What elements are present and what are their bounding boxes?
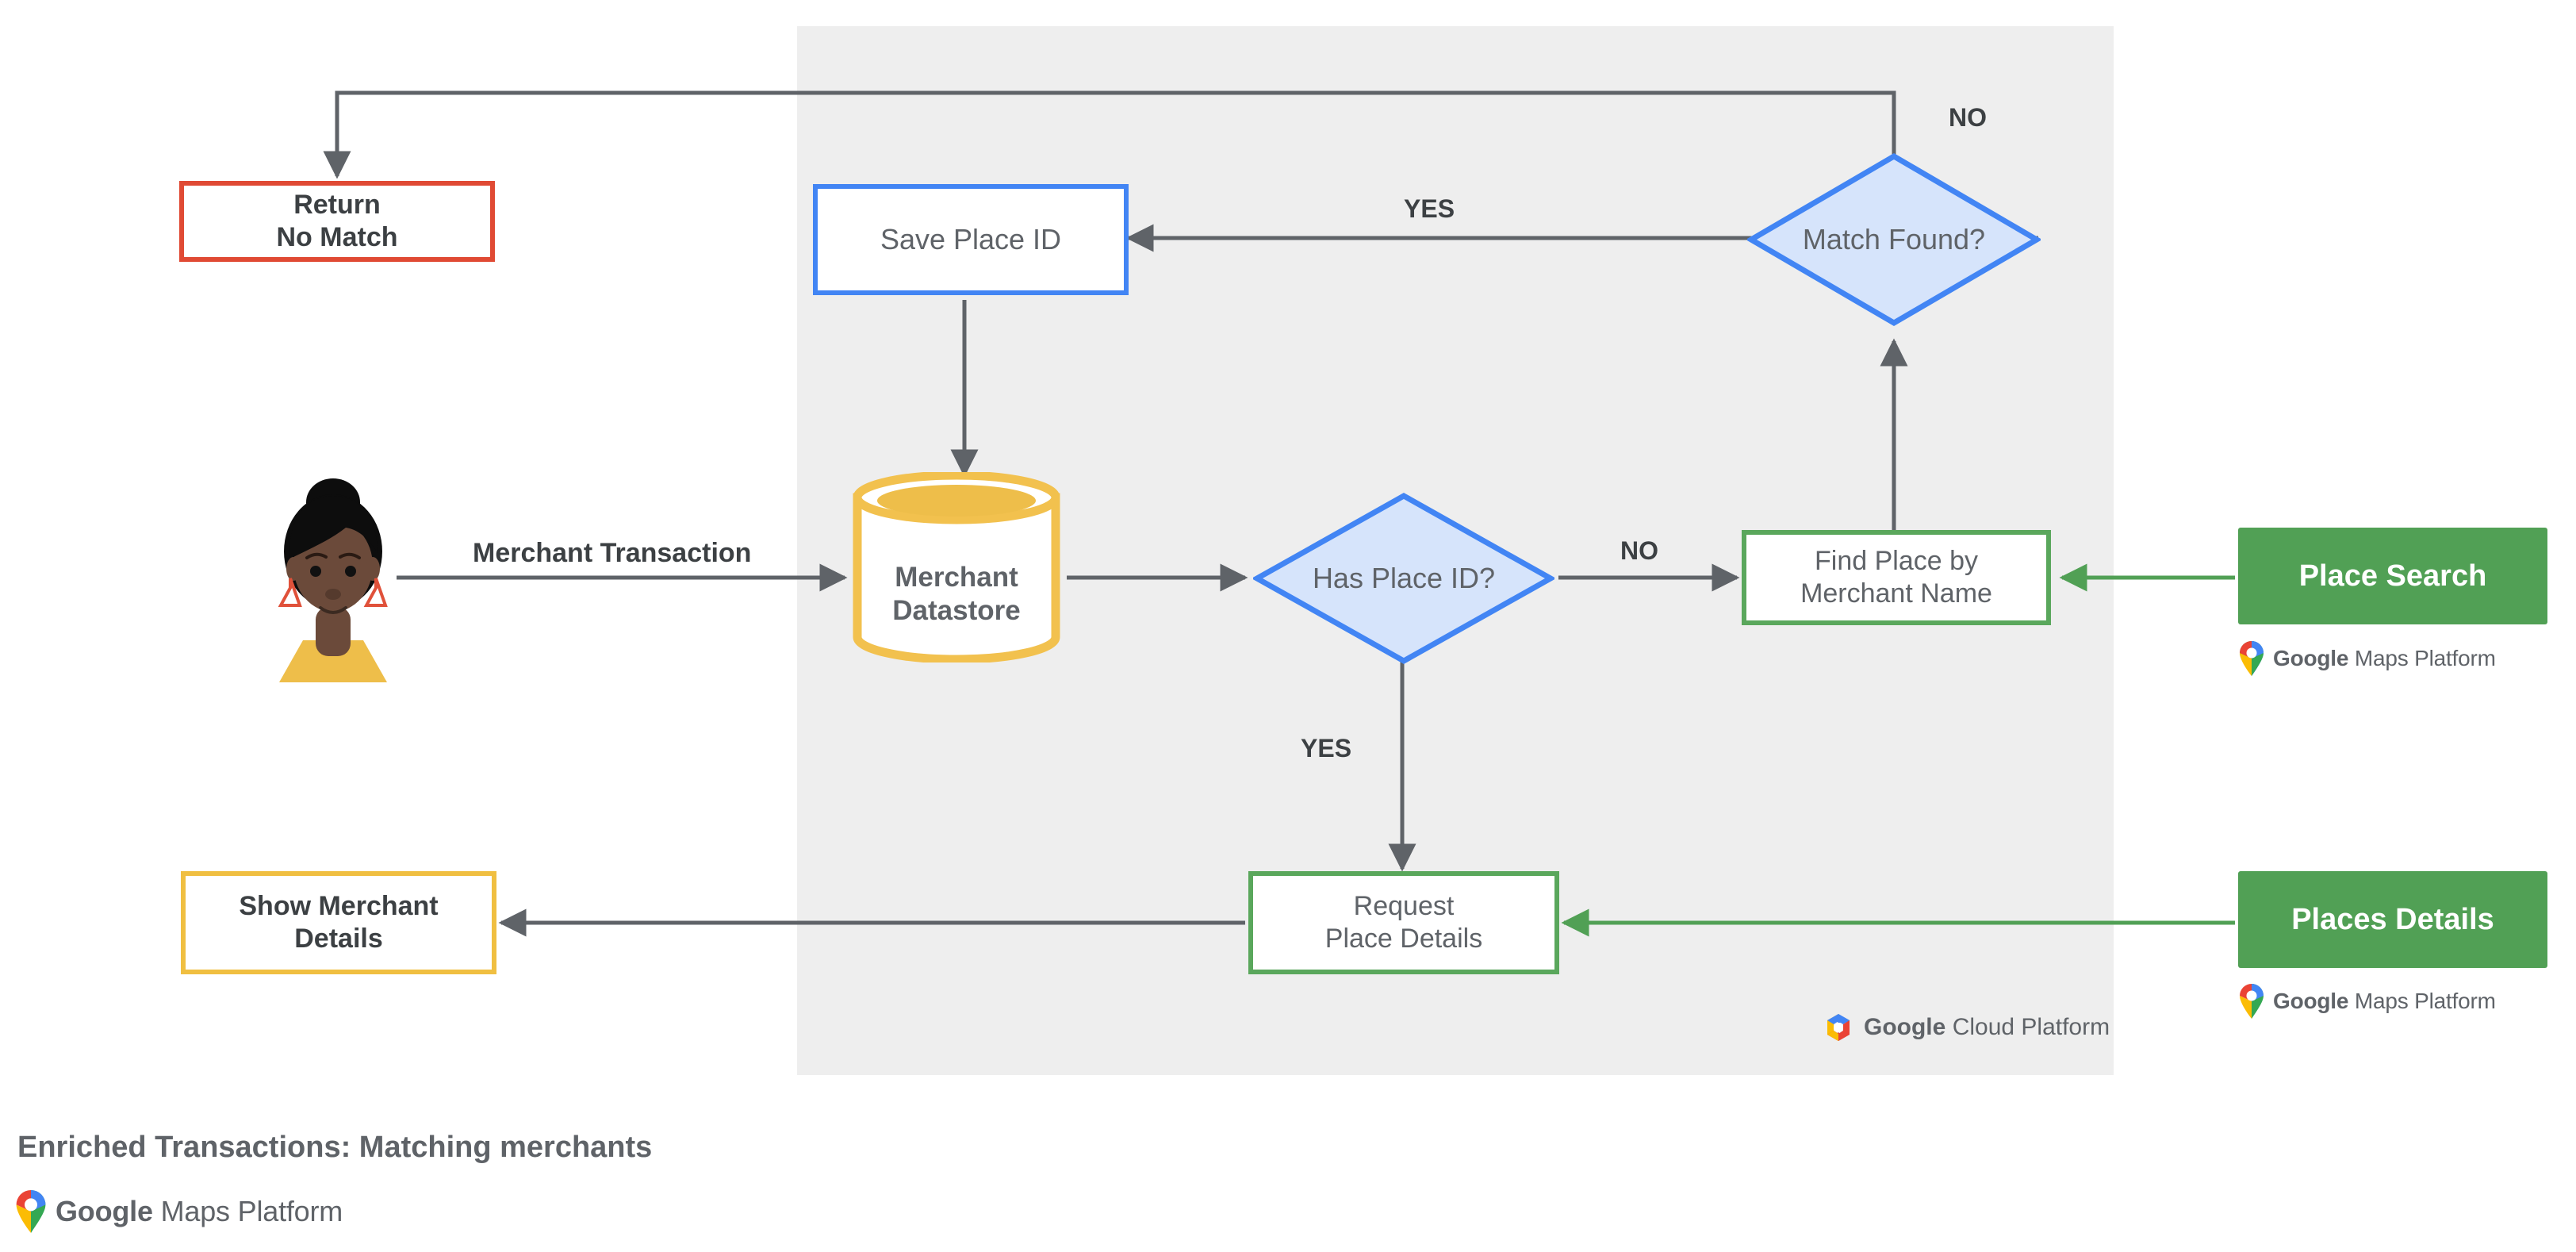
node-match-found[interactable]: Match Found?: [1747, 152, 2041, 327]
diagram-caption: Enriched Transactions: Matching merchant…: [17, 1131, 653, 1164]
return-no-match-line2: No Match: [276, 222, 398, 252]
edge-label-has-place-id-no: NO: [1620, 536, 1658, 565]
node-request-place-details[interactable]: Request Place Details: [1248, 871, 1559, 974]
google-cloud-hexagon-icon: [1827, 1014, 1850, 1041]
google-maps-pin-icon: [2240, 984, 2264, 1019]
show-merchant-details-line1: Show Merchant: [239, 890, 439, 921]
edge-label-has-place-id-yes: YES: [1301, 734, 1352, 762]
has-place-id-line2: Place ID?: [1370, 562, 1496, 595]
maps-platform-lockup-places-details: Google Maps Platform: [2238, 984, 2496, 1019]
google-maps-pin-icon: [16, 1190, 46, 1233]
maps-lockup-google-1: Google: [2273, 646, 2349, 670]
has-place-id-shape: [1253, 492, 1554, 665]
find-place-line2: Merchant Name: [1800, 578, 1992, 609]
show-merchant-details-line2: Details: [294, 924, 383, 954]
google-maps-pin-icon: [2240, 641, 2264, 676]
node-find-place-by-merchant-name[interactable]: Find Place by Merchant Name: [1742, 530, 2051, 625]
places-details-label: Places Details: [2291, 902, 2494, 936]
match-found-shape: [1747, 152, 2041, 327]
match-found-line1: Match: [1802, 223, 1880, 256]
node-save-place-id[interactable]: Save Place ID: [813, 184, 1129, 295]
node-has-place-id[interactable]: Has Place ID?: [1253, 492, 1554, 665]
request-place-details-line2: Place Details: [1324, 924, 1483, 954]
edge-label-match-found-yes: YES: [1404, 194, 1455, 223]
maps-lockup-rest-2: Maps Platform: [2354, 989, 2496, 1013]
has-place-id-line1: Has: [1312, 562, 1363, 595]
edge-label-merchant-transaction: Merchant Transaction: [473, 538, 752, 568]
save-place-id-label: Save Place ID: [880, 223, 1062, 256]
merchant-datastore-line1: Merchant: [895, 562, 1018, 593]
edge-label-match-found-no: NO: [1949, 103, 1987, 132]
find-place-line1: Find Place by: [1815, 545, 1978, 576]
merchant-datastore-line2: Datastore: [892, 595, 1021, 626]
gcp-lockup-google: Google: [1864, 1014, 1946, 1040]
datastore-shape: [853, 472, 1060, 662]
node-merchant-datastore[interactable]: Merchant Datastore: [853, 472, 1060, 662]
node-places-details[interactable]: Places Details: [2238, 871, 2547, 968]
maps-lockup-google-2: Google: [2273, 989, 2349, 1013]
node-show-merchant-details[interactable]: Show Merchant Details: [181, 871, 496, 974]
user-avatar: [262, 464, 404, 682]
cloud-platform-lockup: Google Cloud Platform: [1823, 1012, 2110, 1043]
request-place-details-line1: Request: [1353, 890, 1455, 921]
maps-lockup-rest-3: Maps Platform: [160, 1195, 343, 1227]
maps-lockup-google-3: Google: [56, 1195, 153, 1227]
maps-platform-lockup-place-search: Google Maps Platform: [2238, 641, 2496, 676]
match-found-line2: Found?: [1888, 223, 1986, 256]
gcp-lockup-rest: Cloud Platform: [1952, 1014, 2110, 1040]
maps-lockup-rest-1: Maps Platform: [2354, 646, 2496, 670]
maps-platform-lockup-footer: Google Maps Platform: [14, 1190, 343, 1233]
return-no-match-line1: Return: [293, 189, 381, 220]
place-search-label: Place Search: [2298, 559, 2487, 593]
node-return-no-match[interactable]: Return No Match: [179, 181, 495, 262]
node-place-search[interactable]: Place Search: [2238, 528, 2547, 624]
